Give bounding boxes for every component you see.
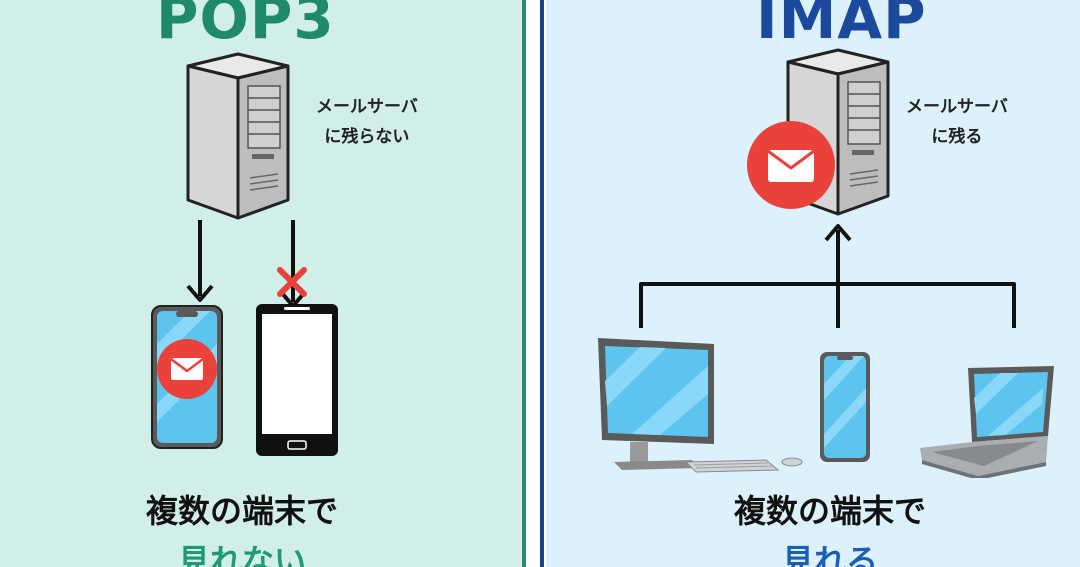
pop3-title: POP3: [156, 0, 335, 52]
pop3-server-note: メールサーバ に残らない: [316, 92, 418, 152]
imap-note-line2: に残る: [931, 127, 983, 147]
cross-icon: [277, 267, 307, 297]
server-tower-icon: [186, 52, 290, 220]
divider-imap: [540, 0, 544, 567]
imap-caption: 複数の端末で: [733, 492, 926, 530]
pop3-result: 見れない: [177, 542, 306, 567]
smartphone-icon: [256, 304, 338, 456]
envelope-icon: [747, 121, 835, 209]
laptop-icon: [920, 366, 1054, 478]
pop3-panel: POP3 メールサーバ に残らない: [0, 0, 524, 567]
divider-pop3: [522, 0, 526, 567]
divider-gap: [526, 0, 540, 567]
sync-connector: [639, 224, 1016, 328]
imap-panel: IMAP メールサーバ に残る: [546, 0, 1080, 567]
imap-note-line1: メールサーバ: [906, 97, 1008, 117]
pop3-note-line2: に残らない: [324, 127, 410, 147]
imap-result: 見れる: [781, 542, 878, 567]
desktop-monitor-icon: [598, 338, 803, 473]
smartphone-icon: [820, 352, 870, 462]
imap-server-note: メールサーバ に残る: [906, 92, 1008, 152]
envelope-icon: [157, 339, 217, 399]
download-arrows: [186, 220, 307, 308]
imap-title: IMAP: [756, 0, 927, 52]
pop3-note-line1: メールサーバ: [316, 97, 418, 117]
pop3-caption: 複数の端末で: [145, 492, 338, 530]
